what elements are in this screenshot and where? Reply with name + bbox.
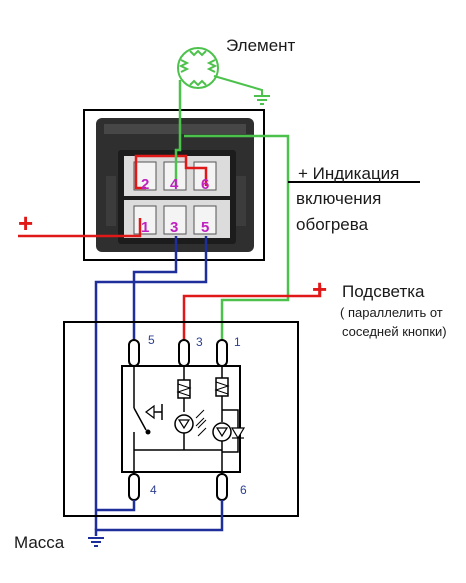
indication-label-1: + Индикация <box>298 164 399 183</box>
wire-red-2-1 <box>134 154 208 190</box>
power-plus-sign: + <box>18 208 33 238</box>
wire-red-backlight <box>182 285 322 346</box>
pin-5-label: 5 <box>201 219 209 236</box>
switch-pin-5-label: 5 <box>148 333 155 347</box>
backlight-label: Подсветка <box>342 282 425 301</box>
indication-label-3: обогрева <box>296 215 369 234</box>
switch-pin-1-label: 1 <box>234 335 241 349</box>
pin-1-label: 1 <box>141 219 149 236</box>
switch-pin-3-label: 3 <box>196 335 203 349</box>
wire-blue-pin5 <box>94 236 208 530</box>
backlight-note-2: соседней кнопки) <box>342 324 447 339</box>
wire-blue-pin3 <box>132 236 178 346</box>
indicator-lamp-icon <box>197 366 246 474</box>
wire-blue-pin4 <box>96 500 136 512</box>
wire-blue-pin6 <box>94 500 224 536</box>
element-label: Элемент <box>226 36 296 55</box>
switch-pin-4-label: 4 <box>150 483 157 497</box>
backlight-note-1: ( параллелить от <box>340 305 443 320</box>
heating-element-icon <box>177 47 219 89</box>
switch-pin-6-label: 6 <box>240 483 247 497</box>
wire-green-element <box>174 80 182 186</box>
ground-label: Масса <box>14 533 65 552</box>
pin-4-label: 4 <box>170 176 179 193</box>
wire-red-power <box>18 218 142 238</box>
pin-6-label: 6 <box>201 176 209 193</box>
indication-label-2: включения <box>296 189 381 208</box>
pin-2-label: 2 <box>141 176 149 193</box>
backlight-lamp-icon <box>174 366 205 450</box>
element-ground-icon <box>213 75 270 105</box>
ground-icon <box>88 537 104 547</box>
switch-body <box>63 321 299 517</box>
switch-contact-icon <box>133 366 163 474</box>
wire-green-indication <box>184 134 290 346</box>
backlight-plus-sign: + <box>312 274 327 304</box>
pin-3-label: 3 <box>170 219 178 236</box>
